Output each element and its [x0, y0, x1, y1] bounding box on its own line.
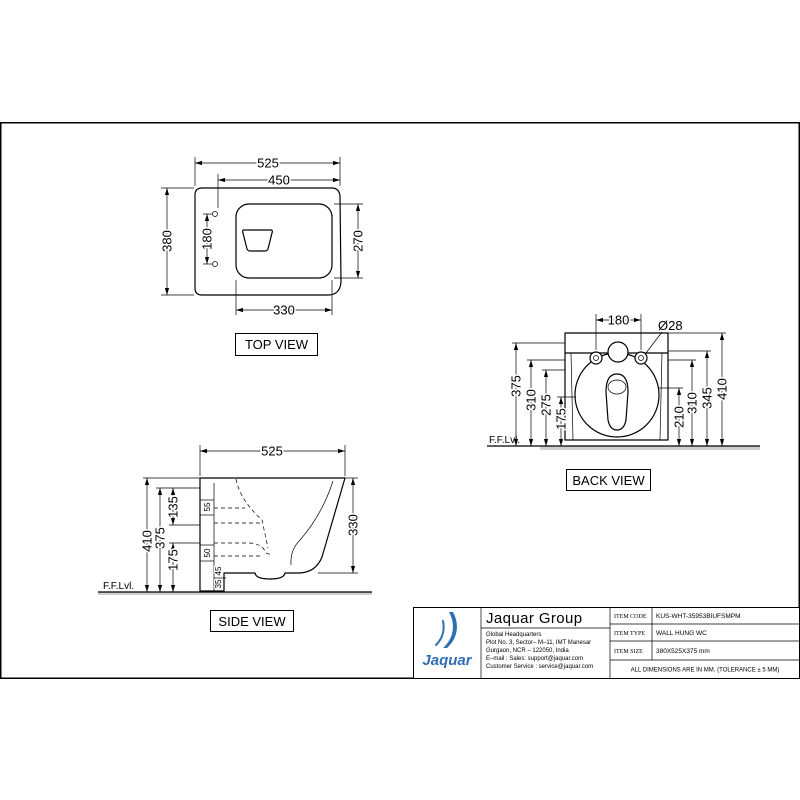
- back-view-side-line: [570, 352, 574, 441]
- back-view: 180 Ø28 375 310 275 175 210 310 345 410 …: [487, 311, 760, 491]
- fixing-hole-inner: [638, 355, 644, 361]
- item-code-label: ITEM CODE: [614, 614, 647, 620]
- dimension-label: 410: [715, 378, 730, 400]
- small-dimension-label: 45: [214, 566, 223, 575]
- side-view: 525 330 410 375 135 175 55 50 45 35 F.F.…: [98, 442, 372, 632]
- fixing-hole-icon: [589, 351, 603, 365]
- bowl-outlet: [605, 373, 629, 431]
- address-line: Global Headquarters: [486, 632, 541, 638]
- ground-hatch: [98, 592, 372, 595]
- dimension-label: 380: [160, 230, 175, 252]
- company-logo: Jaquar: [422, 612, 473, 669]
- dimension-label: 135: [166, 496, 181, 518]
- bowl-outlet-inner: [607, 379, 627, 395]
- address-line: Plot No. 3, Sector– M–11, IMT Manesar: [486, 640, 591, 646]
- bowl-profile-line: [290, 480, 334, 566]
- dimension-label: 525: [257, 156, 279, 171]
- fixing-hole-inner: [593, 355, 599, 361]
- dimension-label: 330: [346, 514, 361, 536]
- fixing-hole-icon: [634, 351, 648, 365]
- dimension-label: 410: [140, 530, 155, 552]
- top-view-outline: [194, 187, 342, 296]
- item-type-label: ITEM TYPE: [614, 631, 645, 637]
- dimension-label: 450: [268, 173, 290, 188]
- logo-wordmark: Jaquar: [422, 652, 472, 669]
- drawing-frame: [0, 122, 800, 679]
- item-size-value: 380X525X375 mm: [656, 648, 710, 655]
- dimension-label: 375: [153, 527, 168, 549]
- view-title-box: [566, 469, 651, 491]
- dimension-label: 175: [554, 408, 569, 430]
- small-dimension-label: 35: [214, 579, 223, 588]
- hidden-trap-line: [235, 478, 269, 549]
- address-line: Customer Service : service@jaquar.com: [486, 664, 593, 670]
- dimension-label: 270: [351, 230, 366, 252]
- back-view-side-line: [659, 352, 663, 441]
- top-view-outlet: [242, 229, 273, 252]
- title-block: Jaquar Jaquar Group Global Headquarters …: [413, 607, 800, 679]
- logo-emblem-icon: [443, 612, 457, 648]
- ground-hatch: [540, 446, 760, 450]
- dimension-label: 180: [608, 313, 630, 328]
- dimension-label: 310: [685, 392, 700, 414]
- company-name: Jaquar Group: [486, 610, 583, 627]
- dimension-label: 180: [200, 228, 215, 250]
- mounting-hole-icon: [212, 211, 218, 217]
- side-view-outline: [199, 477, 346, 592]
- dimension-label: 275: [539, 394, 554, 416]
- view-title: BACK VIEW: [572, 473, 645, 488]
- dimension-label: 175: [166, 549, 181, 571]
- floor-level-label: F.F.Lvl.: [103, 581, 134, 592]
- small-dimension-label: 55: [203, 502, 212, 511]
- item-type-value: WALL HUNG WC: [656, 630, 707, 637]
- dimension-label: 210: [672, 406, 687, 428]
- dimension-label: 375: [509, 375, 524, 397]
- dimension-label: 525: [261, 444, 283, 459]
- leader-line: [645, 331, 663, 354]
- address-line: E–mail : Sales: support@jaquar.com: [486, 656, 583, 662]
- mounting-hole-icon: [212, 261, 218, 267]
- top-view: 525 450 380 180 270 330 TOP VIEW: [158, 154, 367, 356]
- small-dimension-label: 50: [203, 548, 212, 557]
- title-block-frame: [413, 607, 800, 679]
- dimension-label: 345: [700, 387, 715, 409]
- floor-level-label: F.F.Lvl.: [489, 435, 520, 446]
- dimension-label: 310: [524, 389, 539, 411]
- view-title-box: [235, 333, 318, 356]
- view-title: SIDE VIEW: [218, 614, 286, 629]
- item-size-label: ITEM SIZE: [614, 649, 643, 655]
- view-title: TOP VIEW: [245, 337, 309, 352]
- bowl-rim: [574, 352, 660, 438]
- address-line: Gurgaon, NCR – 122050, India: [486, 648, 569, 654]
- hidden-line: [214, 542, 273, 556]
- dimensions-note: ALL DIMENSIONS ARE IN MM. (TOLERANCE ± 5…: [631, 668, 780, 674]
- logo-emblem-icon: [435, 620, 445, 646]
- dimension-label: 330: [273, 303, 295, 318]
- diameter-label: Ø28: [658, 318, 683, 333]
- top-view-bowl: [235, 203, 333, 279]
- back-view-outline: [564, 332, 669, 441]
- item-code-value: KUS-WHT-35953BIUFSMPM: [656, 613, 741, 620]
- view-title-box: [210, 610, 294, 632]
- water-inlet: [607, 341, 629, 363]
